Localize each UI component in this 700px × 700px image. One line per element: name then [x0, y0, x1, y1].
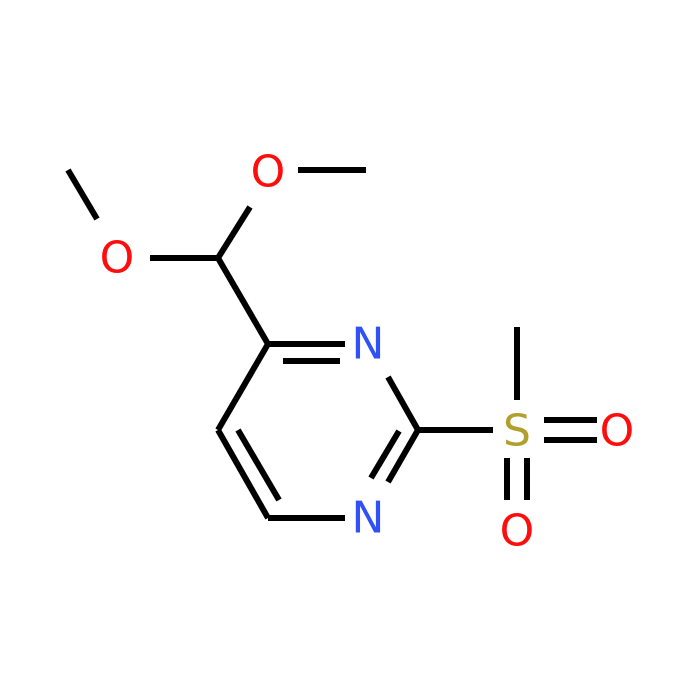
atom-o-sulfonyl-bottom: O [500, 506, 535, 557]
bond-ch-c4 [215, 256, 271, 346]
bond-c6-c5-inner [235, 428, 282, 502]
bond-ch-o-top [215, 205, 253, 260]
atom-o-sulfonyl-right: O [600, 406, 635, 457]
atom-n-upper: N [352, 319, 385, 370]
bonds [65, 167, 597, 521]
bond-n3-c2 [385, 375, 421, 432]
bond-c5-c4 [215, 342, 271, 432]
atom-n-lower: N [352, 493, 385, 544]
atom-o-left: O [100, 233, 135, 284]
bond-c2-n1-inner [368, 429, 402, 480]
atom-labels: O O N N S O O [100, 147, 635, 557]
bond-c2-n1 [385, 428, 421, 484]
atom-s: S [503, 406, 531, 457]
bond-c6-c5 [215, 428, 271, 520]
atom-o-top: O [251, 147, 286, 198]
bond-methyl-o-left [65, 168, 100, 221]
